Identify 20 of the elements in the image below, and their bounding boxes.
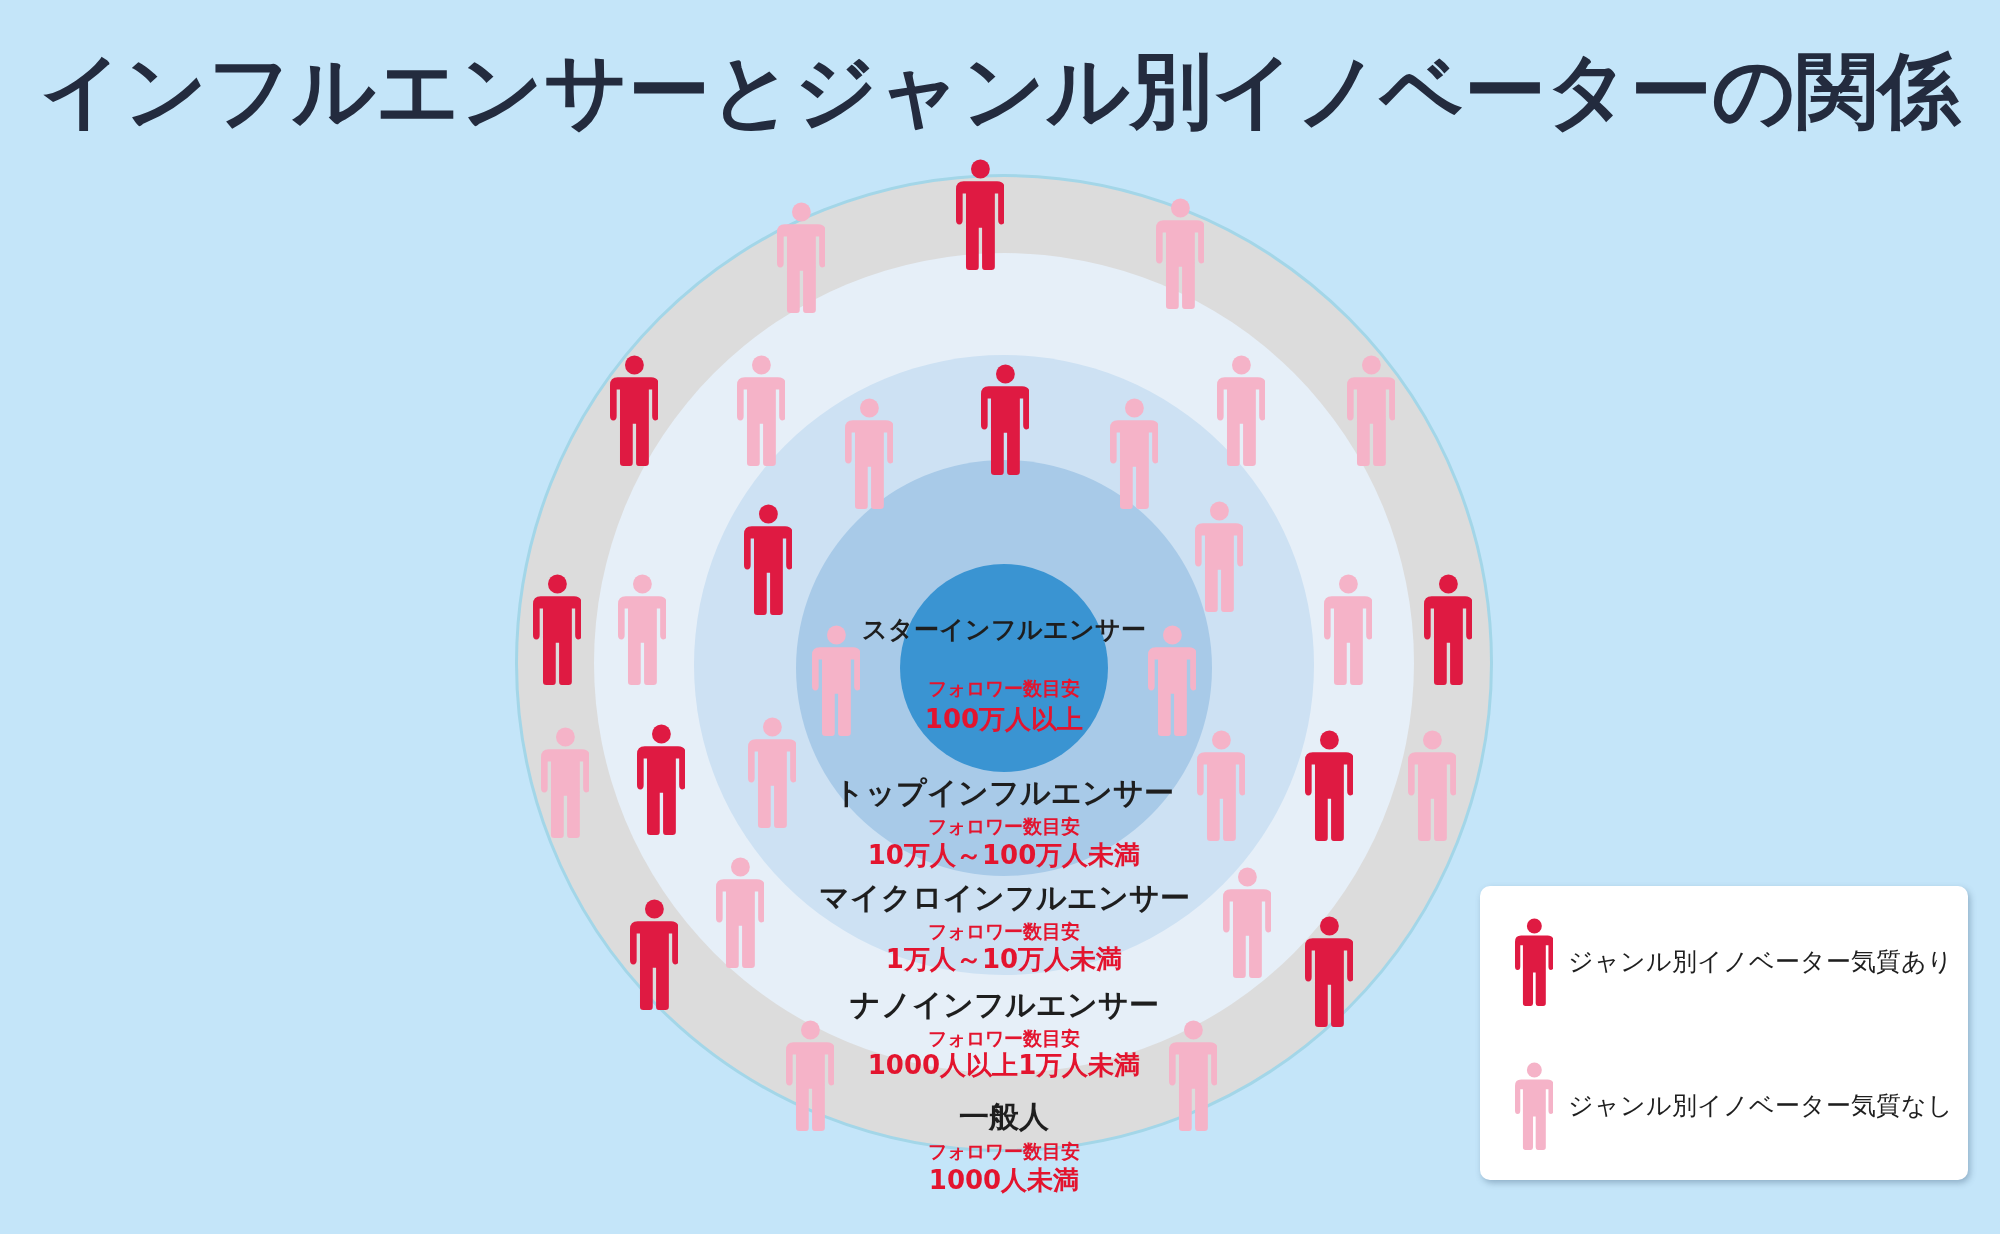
center-circle <box>860 564 1148 772</box>
follower-range: 1000人以上1万人未満 <box>867 1050 1141 1082</box>
follower-caption: フォロワー数目安 <box>928 676 1080 700</box>
follower-range: 100万人以上 <box>924 704 1084 736</box>
follower-caption: フォロワー数目安 <box>928 919 1080 943</box>
follower-range: 1000人未満 <box>928 1165 1080 1197</box>
follower-range: 10万人～100万人未満 <box>867 840 1141 872</box>
tier-label: トップインフルエンサー <box>834 775 1174 811</box>
tier-label: ナノインフルエンサー <box>849 987 1159 1023</box>
legend-label: ジャンル別イノベーター気質あり <box>1568 947 1953 977</box>
legend-label: ジャンル別イノベーター気質なし <box>1568 1091 1953 1121</box>
tier-label: スターインフルエンサー <box>862 615 1146 645</box>
follower-caption: フォロワー数目安 <box>928 1139 1080 1163</box>
follower-range: 1万人～10万人未満 <box>885 944 1123 976</box>
concentric-ring <box>796 460 1212 876</box>
title: インフルエンサーとジャンル別イノベーターの関係 <box>40 44 1960 139</box>
tier-label: 一般人 <box>959 1099 1049 1135</box>
follower-caption: フォロワー数目安 <box>928 1026 1080 1050</box>
tier-label: マイクロインフルエンサー <box>818 880 1190 916</box>
follower-caption: フォロワー数目安 <box>928 814 1080 838</box>
